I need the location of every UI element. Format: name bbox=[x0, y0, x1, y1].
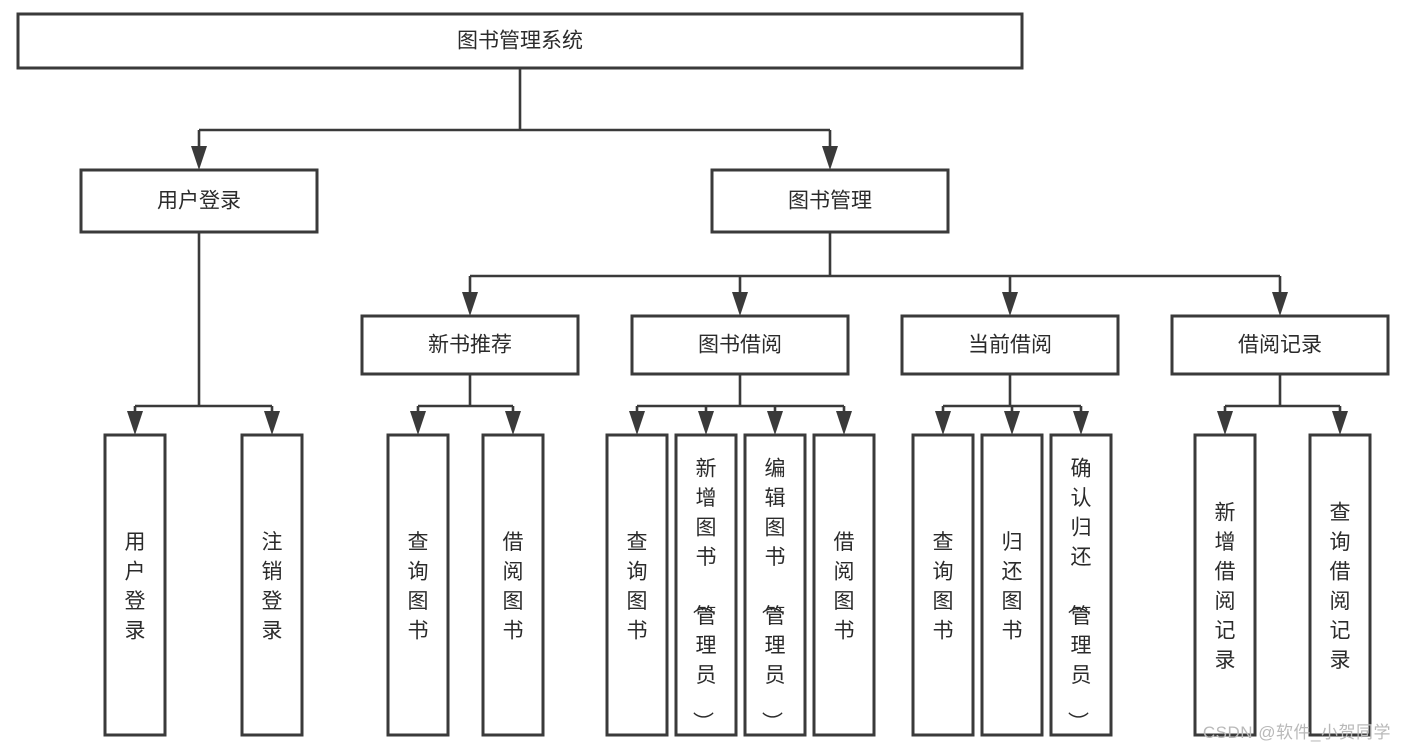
leaf-node[interactable]: 查询图书 bbox=[386, 433, 450, 737]
leaf-node[interactable]: 用户登录 bbox=[103, 433, 167, 737]
leaf-node-box[interactable] bbox=[911, 433, 975, 737]
node-user-login[interactable]: 用户登录 bbox=[79, 168, 319, 234]
leaf-node[interactable]: 确认归还（管理员） bbox=[1049, 433, 1113, 737]
connector-group-root bbox=[191, 68, 838, 170]
leaf-node-box[interactable] bbox=[1193, 433, 1257, 737]
leaf-node-box[interactable] bbox=[674, 433, 738, 737]
node-current-borrow-box[interactable] bbox=[900, 314, 1120, 376]
node-current-borrow-label: 当前借阅 bbox=[968, 334, 1052, 357]
arrow-head-borrow-record bbox=[1272, 292, 1288, 316]
arrow-head-current-borrow bbox=[1002, 292, 1018, 316]
arrow-head-leaf-borrow-book-1 bbox=[505, 411, 521, 435]
node-book-borrow-box[interactable] bbox=[630, 314, 850, 376]
leaf-node-box[interactable] bbox=[1049, 433, 1113, 737]
leaf-node-box[interactable] bbox=[980, 433, 1044, 737]
leaf-node-box[interactable] bbox=[1308, 433, 1372, 737]
leaf-node[interactable]: 借阅图书 bbox=[481, 433, 545, 737]
arrow-head-new-book-recommend bbox=[462, 292, 478, 316]
node-book-borrow[interactable]: 图书借阅 bbox=[630, 314, 850, 376]
node-user-login-box[interactable] bbox=[79, 168, 319, 234]
connector-group-user-login bbox=[127, 232, 280, 435]
leaf-node-label: 新增图书（管理员） bbox=[691, 457, 717, 732]
node-book-manage[interactable]: 图书管理 bbox=[710, 168, 950, 234]
leaf-node-label: 确认归还（管理员） bbox=[1066, 457, 1092, 732]
node-borrow-record[interactable]: 借阅记录 bbox=[1170, 314, 1390, 376]
node-user-login-label: 用户登录 bbox=[157, 190, 241, 213]
leaf-node[interactable]: 查询借阅记录 bbox=[1308, 433, 1372, 737]
leaf-node-box[interactable] bbox=[743, 433, 807, 737]
node-book-manage-label: 图书管理 bbox=[788, 190, 872, 213]
node-new-book-recommend-box[interactable] bbox=[360, 314, 580, 376]
connector-group-book-manage bbox=[462, 232, 1288, 316]
leaf-node-label: 查询图书 bbox=[933, 531, 954, 643]
leaf-node[interactable]: 编辑图书（管理员） bbox=[743, 433, 807, 737]
node-root-label: 图书管理系统 bbox=[457, 30, 583, 53]
leaf-node-label: 借阅图书 bbox=[834, 531, 855, 643]
leaf-node-label: 查询图书 bbox=[627, 531, 648, 643]
leaf-node[interactable]: 查询图书 bbox=[911, 433, 975, 737]
arrow-head-leaf-query-book-3 bbox=[935, 411, 951, 435]
connector-group-new-book-recommend bbox=[410, 374, 521, 435]
node-root[interactable]: 图书管理系统 bbox=[16, 12, 1024, 70]
leaf-node-label: 借阅图书 bbox=[503, 531, 524, 643]
leaf-node[interactable]: 注销登录 bbox=[240, 433, 304, 737]
arrow-head-leaf-query-book-2 bbox=[629, 411, 645, 435]
arrow-head-leaf-logout bbox=[264, 411, 280, 435]
leaf-node-box[interactable] bbox=[240, 433, 304, 737]
node-borrow-record-box[interactable] bbox=[1170, 314, 1390, 376]
arrow-head-book-manage bbox=[822, 146, 838, 170]
connector-group-current-borrow bbox=[935, 374, 1089, 435]
arrow-head-leaf-borrow-book-2 bbox=[836, 411, 852, 435]
arrow-head-leaf-add-book bbox=[698, 411, 714, 435]
arrow-head-leaf-edit-book bbox=[767, 411, 783, 435]
arrow-head-leaf-return-book bbox=[1004, 411, 1020, 435]
node-new-book-recommend-label: 新书推荐 bbox=[428, 334, 512, 357]
node-borrow-record-label: 借阅记录 bbox=[1238, 334, 1322, 357]
leaf-node[interactable]: 借阅图书 bbox=[812, 433, 876, 737]
leaf-node-box[interactable] bbox=[386, 433, 450, 737]
leaf-node-label: 归还图书 bbox=[1002, 531, 1023, 643]
node-current-borrow[interactable]: 当前借阅 bbox=[900, 314, 1120, 376]
leaf-node-label: 用户登录 bbox=[125, 531, 146, 643]
leaf-node-label: 查询借阅记录 bbox=[1330, 502, 1351, 673]
node-book-borrow-label: 图书借阅 bbox=[698, 334, 782, 357]
leaf-node-label: 注销登录 bbox=[262, 531, 283, 643]
node-new-book-recommend[interactable]: 新书推荐 bbox=[360, 314, 580, 376]
leaf-node-label: 新增借阅记录 bbox=[1215, 502, 1236, 673]
arrow-head-leaf-query-record bbox=[1332, 411, 1348, 435]
leaf-node-box[interactable] bbox=[481, 433, 545, 737]
arrow-head-book-borrow bbox=[732, 292, 748, 316]
arrow-head-leaf-query-book-1 bbox=[410, 411, 426, 435]
arrow-head-leaf-add-record bbox=[1217, 411, 1233, 435]
leaf-node[interactable]: 新增图书（管理员） bbox=[674, 433, 738, 737]
node-root-box[interactable] bbox=[16, 12, 1024, 70]
connector-group-book-borrow bbox=[629, 374, 852, 435]
leaf-node[interactable]: 查询图书 bbox=[605, 433, 669, 737]
leaf-node-layer: 用户登录 注销登录 查询图书 借阅图书 查询图书 新增图书（管理员） 编辑图书（管理员） 借阅… bbox=[103, 433, 1372, 737]
leaf-node-label: 编辑图书（管理员） bbox=[760, 457, 786, 732]
arrow-head-leaf-user-login bbox=[127, 411, 143, 435]
leaf-node-box[interactable] bbox=[812, 433, 876, 737]
leaf-node[interactable]: 归还图书 bbox=[980, 433, 1044, 737]
leaf-node-label: 查询图书 bbox=[408, 531, 429, 643]
leaf-node-box[interactable] bbox=[605, 433, 669, 737]
arrow-head-leaf-confirm-return bbox=[1073, 411, 1089, 435]
leaf-node[interactable]: 新增借阅记录 bbox=[1193, 433, 1257, 737]
node-book-manage-box[interactable] bbox=[710, 168, 950, 234]
arrow-head-user-login bbox=[191, 146, 207, 170]
connector-group-borrow-record bbox=[1217, 374, 1348, 435]
leaf-node-box[interactable] bbox=[103, 433, 167, 737]
